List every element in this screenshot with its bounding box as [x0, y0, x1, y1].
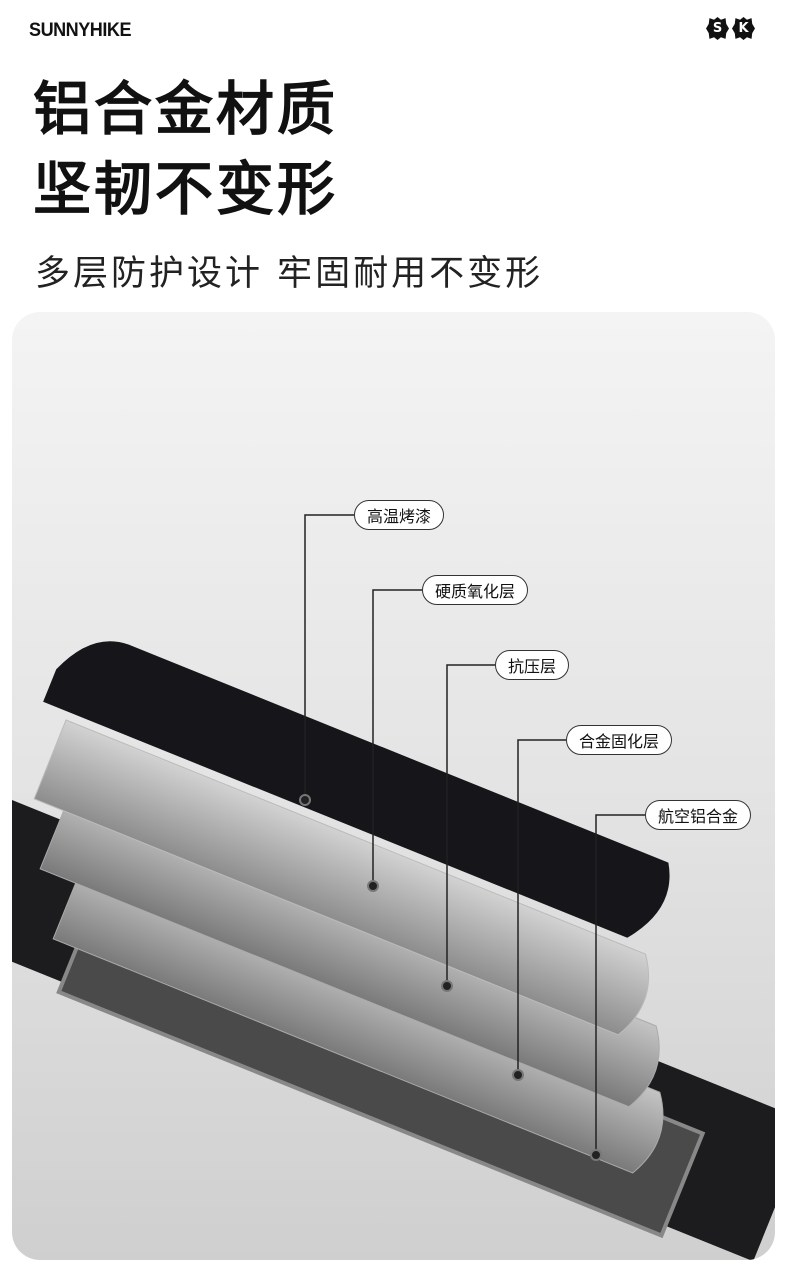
brand-badge: S K — [706, 17, 755, 40]
layer-label: 合金固化层 — [566, 725, 673, 755]
marker-dot — [590, 1149, 602, 1161]
headline-line2: 坚韧不变形 — [33, 155, 339, 223]
subtitle: 多层防护设计 牢固耐用不变形 — [35, 254, 544, 294]
headline-line1: 铝合金材质 — [33, 75, 339, 143]
layer-pressure — [39, 789, 660, 1108]
brand-logo: SUNNYHIKE — [29, 20, 132, 41]
layer-label: 航空铝合金 — [645, 800, 752, 830]
layer-label: 高温烤漆 — [354, 500, 445, 530]
layer-label: 抗压层 — [495, 650, 570, 680]
layer-oxide — [33, 719, 650, 1036]
marker-dot — [512, 1069, 524, 1081]
marker-dot — [441, 980, 453, 992]
badge-letter: S — [706, 17, 729, 40]
layer-label: 硬质氧化层 — [422, 575, 529, 605]
marker-dot — [367, 880, 379, 892]
marker-dot — [299, 794, 311, 806]
layer-alloy-cure — [52, 859, 664, 1174]
badge-letter: K — [732, 17, 755, 40]
layer-paint — [43, 641, 670, 938]
